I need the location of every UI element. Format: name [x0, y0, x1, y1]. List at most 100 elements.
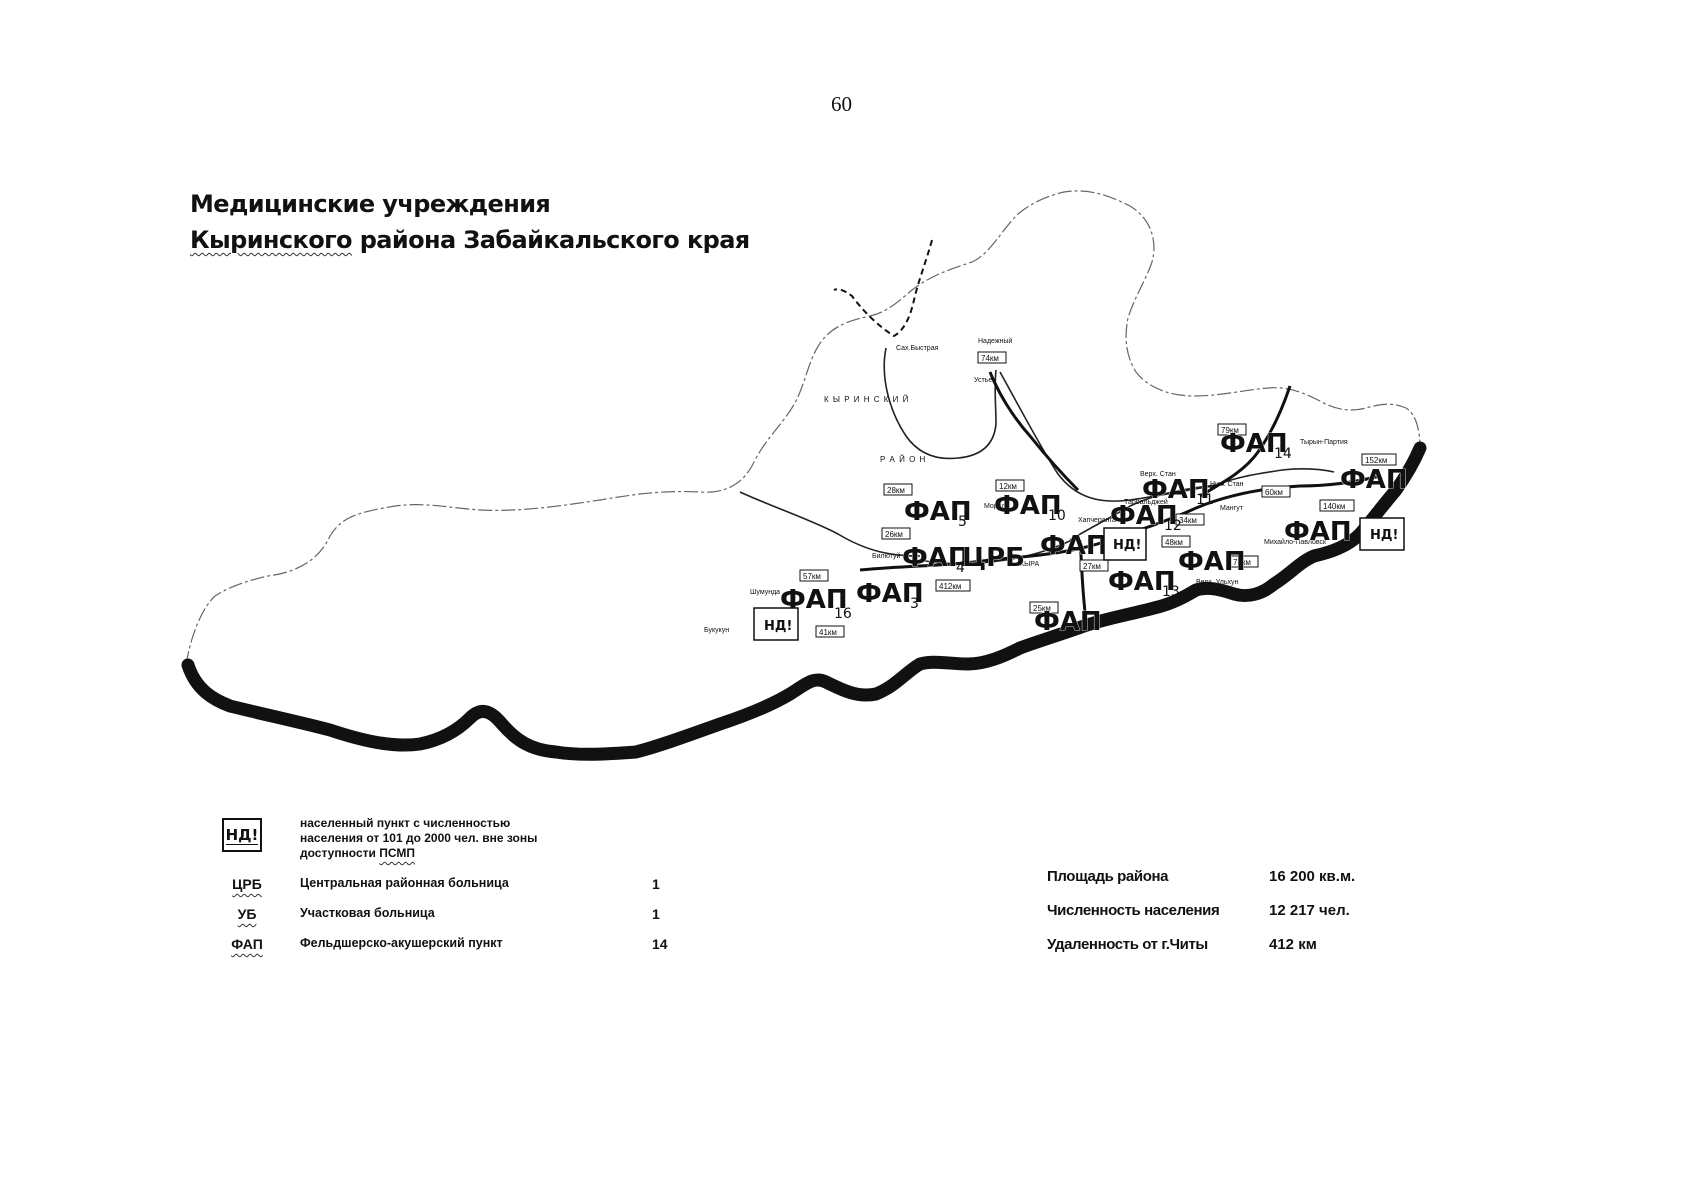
river-5 [1069, 483, 1225, 541]
legend-nd-symbol-text: НД! [225, 826, 259, 845]
legend-desc-ub: Участковая больница [300, 906, 435, 920]
legend-nd-desc-line3: доступности ПСМП [300, 846, 600, 861]
fap-number-3: 3 [910, 596, 919, 612]
distance-box-79 [1217, 423, 1247, 436]
fap-number-13: 13 [1162, 584, 1180, 600]
distance-box-57 [799, 569, 829, 582]
river-3 [999, 371, 1215, 502]
dashed-track [833, 239, 933, 338]
fap-number-16: 16 [834, 606, 852, 622]
settlement-ustye: Устье [974, 377, 992, 384]
road-east [1199, 385, 1292, 498]
fap-number-5: 5 [958, 514, 967, 530]
nd-box-2 [1103, 527, 1147, 561]
fap-marker-3: ФАП [856, 579, 924, 609]
stat-label-area: Площадь района [1047, 868, 1169, 885]
legend-nd-desc-line3-underlined: ПСМП [379, 846, 416, 860]
settlement-verkh-ulkhun: Верх. Ульхун [1196, 579, 1238, 586]
legend-desc-crb: Центральная районная больница [300, 876, 509, 890]
distance-28: 28км [887, 486, 905, 495]
legend-count-fap: 14 [652, 936, 668, 952]
distance-57: 57км [803, 572, 821, 581]
distance-25: 25км [1033, 604, 1051, 613]
fap-marker-13: ФАП [1108, 567, 1176, 597]
legend-nd-symbol: НД! [222, 818, 262, 852]
settlement-mangut: Мангут [1220, 505, 1244, 512]
legend-row-crb: ЦРБ Центральная районная больница 1 [222, 876, 692, 896]
fap-number-12: 12 [1164, 518, 1182, 534]
fap-marker-4: ФАП [902, 543, 970, 573]
river-2 [739, 491, 921, 557]
legend-symbol-ub: УБ [237, 906, 257, 922]
fap-marker-12: ФАП [1110, 501, 1178, 531]
legend-nd-desc-line1: населенный пункт с численностью [300, 816, 511, 830]
settlement-kyra: КЫРА [1020, 561, 1039, 568]
legend-symbol-crb: ЦРБ [232, 876, 262, 892]
distance-box-12 [995, 479, 1025, 492]
distance-34: 34км [1179, 516, 1197, 525]
settlement-niz-stan: Ниж. Стан [1210, 481, 1244, 488]
settlement-shumunda: Шумунда [750, 589, 780, 596]
fap-number-14: 14 [1274, 446, 1292, 462]
settlement-bukukun: Букукун [704, 627, 729, 634]
settlement-mikhailo-pavlovsk: Михайло-Павловск [1264, 538, 1327, 546]
title-line-2-rest: района Забайкальского края [351, 226, 751, 254]
nd-label-3: НД! [1370, 528, 1398, 543]
legend-count-crb: 1 [652, 876, 660, 892]
distance-box-140 [1319, 499, 1355, 512]
stat-label-distance: Удаленность от г.Читы [1047, 936, 1208, 953]
river-1 [883, 347, 997, 460]
distance-box-60 [1261, 485, 1291, 498]
nd-label-2: НД! [1113, 538, 1141, 553]
fap-marker-1: ФАП [1340, 465, 1408, 495]
map-title: Медицинские учреждения Кыринского района… [190, 186, 750, 258]
distance-boxes [799, 351, 1397, 638]
legend-nd-desc-line2: населения от 101 до 2000 чел. вне зоны [300, 831, 538, 845]
rivers [739, 347, 1335, 565]
distance-12: 12км [999, 482, 1017, 491]
title-line-2: Кыринского района Забайкальского края [190, 222, 750, 258]
distance-box-28 [883, 483, 913, 496]
stat-label-population: Численность населения [1047, 902, 1220, 919]
distance-79: 79км [1221, 426, 1239, 435]
fap-marker-5: ФАП [904, 497, 972, 527]
distance-box-27 [1079, 559, 1109, 572]
settlement-mordoy: Мордой [984, 502, 1010, 510]
distance-box-412 [935, 579, 971, 592]
title-line-1: Медицинские учреждения [190, 190, 551, 218]
crb-marker: ЦРБ [962, 543, 1025, 573]
stat-value-distance: 412 км [1269, 936, 1317, 953]
distance-box-41 [815, 625, 845, 638]
region-label-2: Р А Й О Н [880, 455, 926, 464]
distance-152: 152км [1365, 456, 1387, 465]
river-6 [1209, 467, 1335, 489]
legend-row-fap: ФАП Фельдшерско-акушерский пункт 14 [222, 936, 692, 956]
distance-26: 26км [885, 530, 903, 539]
distance-box-26 [881, 527, 911, 540]
nd-box-3 [1359, 517, 1405, 551]
legend-symbol-fap: ФАП [231, 936, 263, 952]
nd-box-1 [753, 607, 799, 641]
distance-box-71 [1229, 555, 1259, 568]
distance-box-34 [1175, 513, 1205, 526]
fap-marker-9: ФАП [1284, 517, 1352, 547]
legend-row-nd: НД! населенный пункт с численностью насе… [222, 816, 692, 862]
settlement-nadezhny: Надежный [978, 337, 1012, 345]
distance-71: 71км [1233, 558, 1251, 567]
fap-marker-10: ФАП [994, 491, 1062, 521]
distance-box-74 [977, 351, 1007, 364]
fap-number-11: 11 [1196, 492, 1214, 508]
settlement-sakh-bystraya: Сах.Быстрая [896, 345, 939, 352]
legend-desc-fap: Фельдшерско-акушерский пункт [300, 936, 503, 950]
settlement-bilyutuy: Билютуй [872, 552, 900, 560]
title-underlined-word: Кыринского [190, 226, 353, 254]
distance-60: 60км [1265, 488, 1283, 497]
region-label: К Ы Р И Н С К И Й [824, 395, 909, 404]
stat-value-area: 16 200 кв.м. [1269, 868, 1356, 885]
page-number: 60 [831, 92, 852, 116]
district-boundary-outline [185, 190, 1421, 666]
fap-marker-8: ФАП [1178, 547, 1246, 577]
legend-nd-desc-line3-prefix: доступности [300, 846, 380, 860]
distance-box-25 [1029, 601, 1059, 614]
